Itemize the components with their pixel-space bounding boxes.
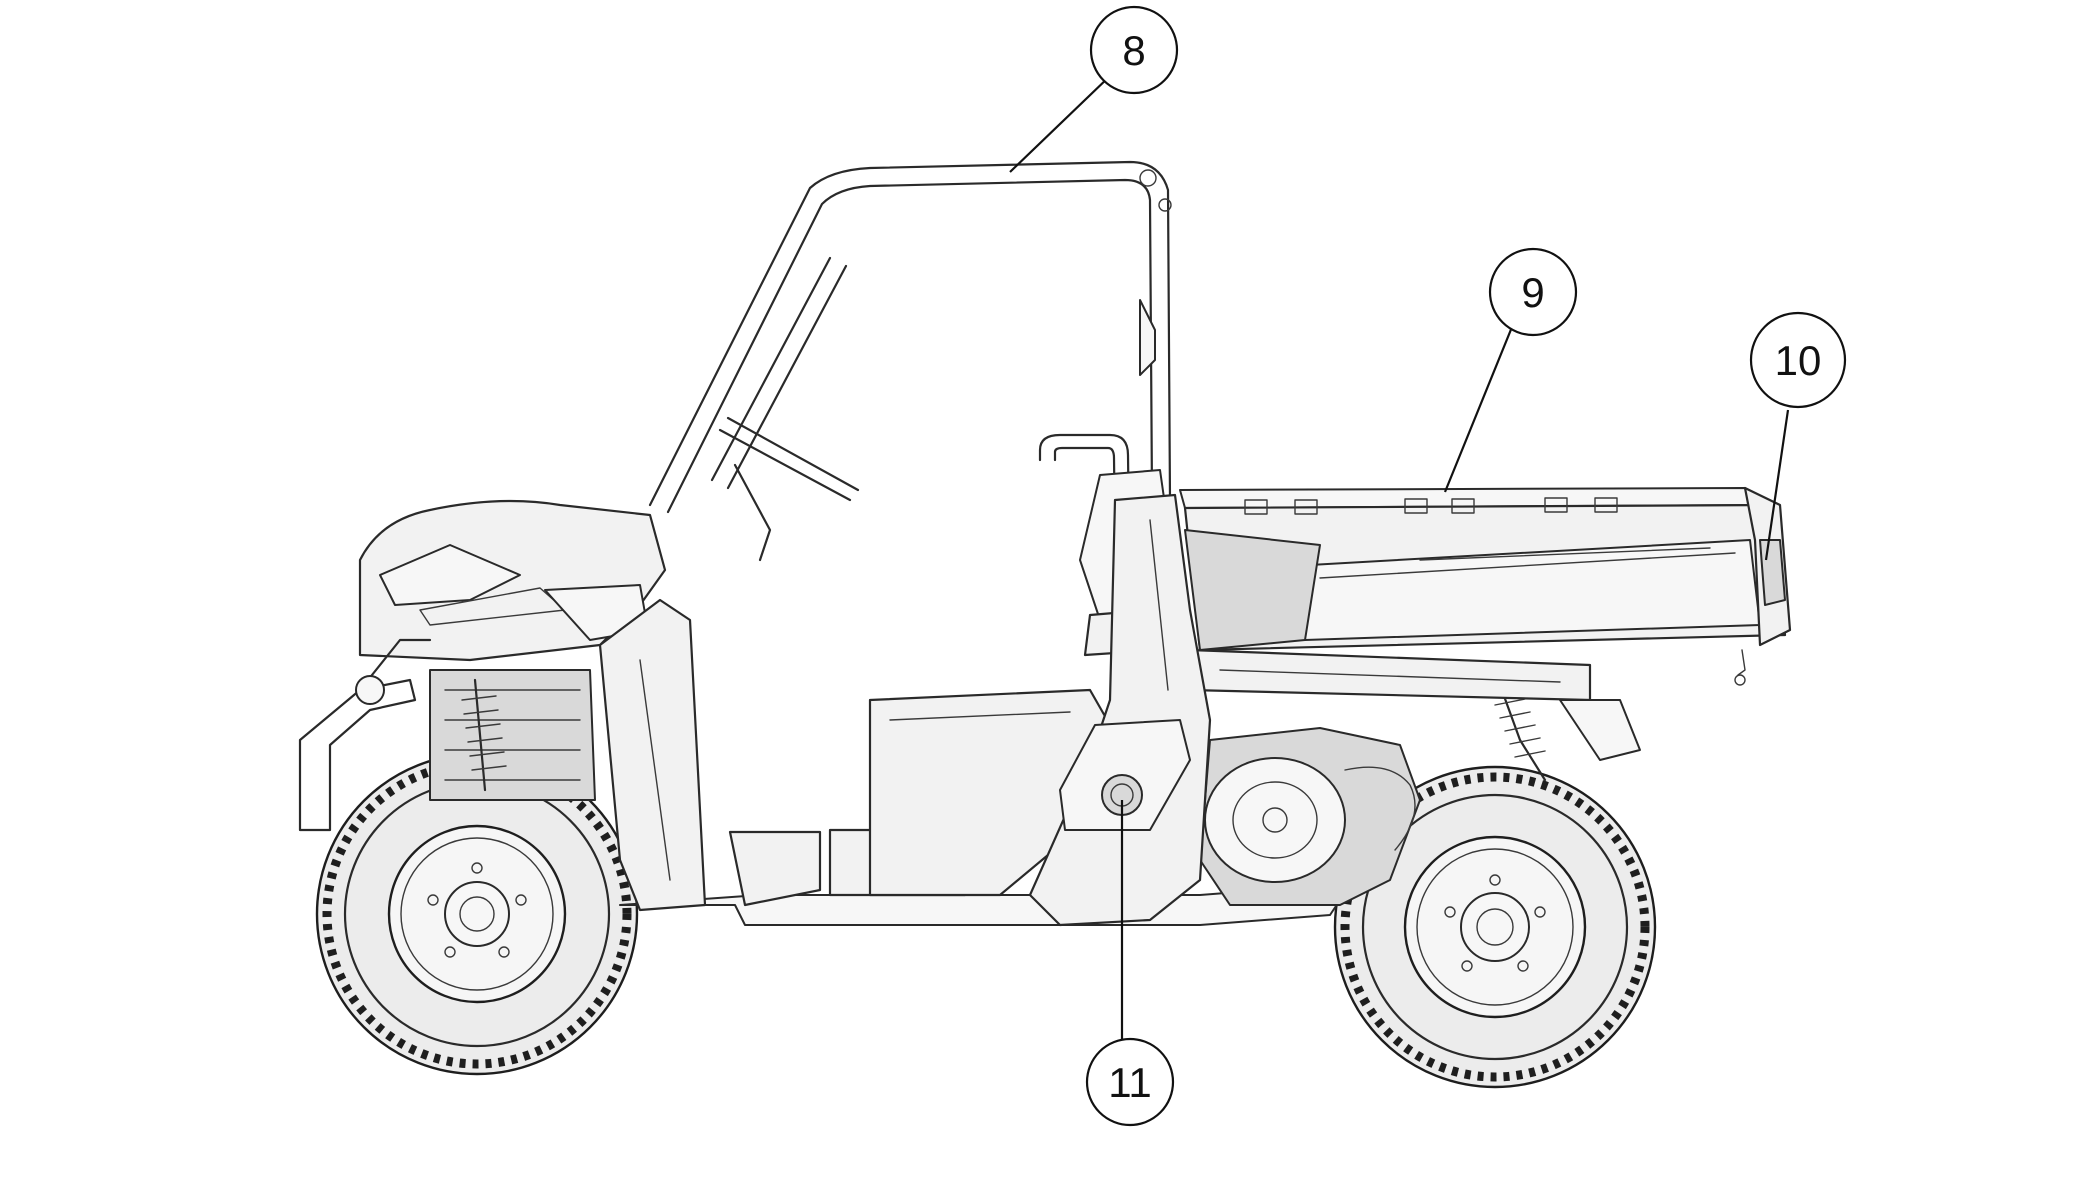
callout-11: 11 <box>1085 1037 1175 1127</box>
cargo-bed <box>1179 486 1792 686</box>
callout-10: 10 <box>1749 311 1847 409</box>
callout-8: 8 <box>1089 5 1179 95</box>
rear-wheel <box>1333 765 1657 1089</box>
callout-label-10: 10 <box>1775 337 1822 384</box>
callout-9: 9 <box>1488 247 1578 337</box>
side-panel <box>1028 493 1212 927</box>
callout-label-8: 8 <box>1122 27 1145 74</box>
leader-line-8 <box>1009 73 1113 173</box>
callout-label-11: 11 <box>1108 1059 1152 1106</box>
front-body <box>298 499 707 912</box>
front-wheel <box>315 752 639 1076</box>
leader-line-10 <box>1764 409 1790 561</box>
leader-lines <box>1009 73 1790 1045</box>
callout-label-9: 9 <box>1521 269 1544 316</box>
roll-cage <box>648 160 1172 622</box>
chassis <box>619 648 1641 926</box>
leader-line-9 <box>1443 326 1514 493</box>
